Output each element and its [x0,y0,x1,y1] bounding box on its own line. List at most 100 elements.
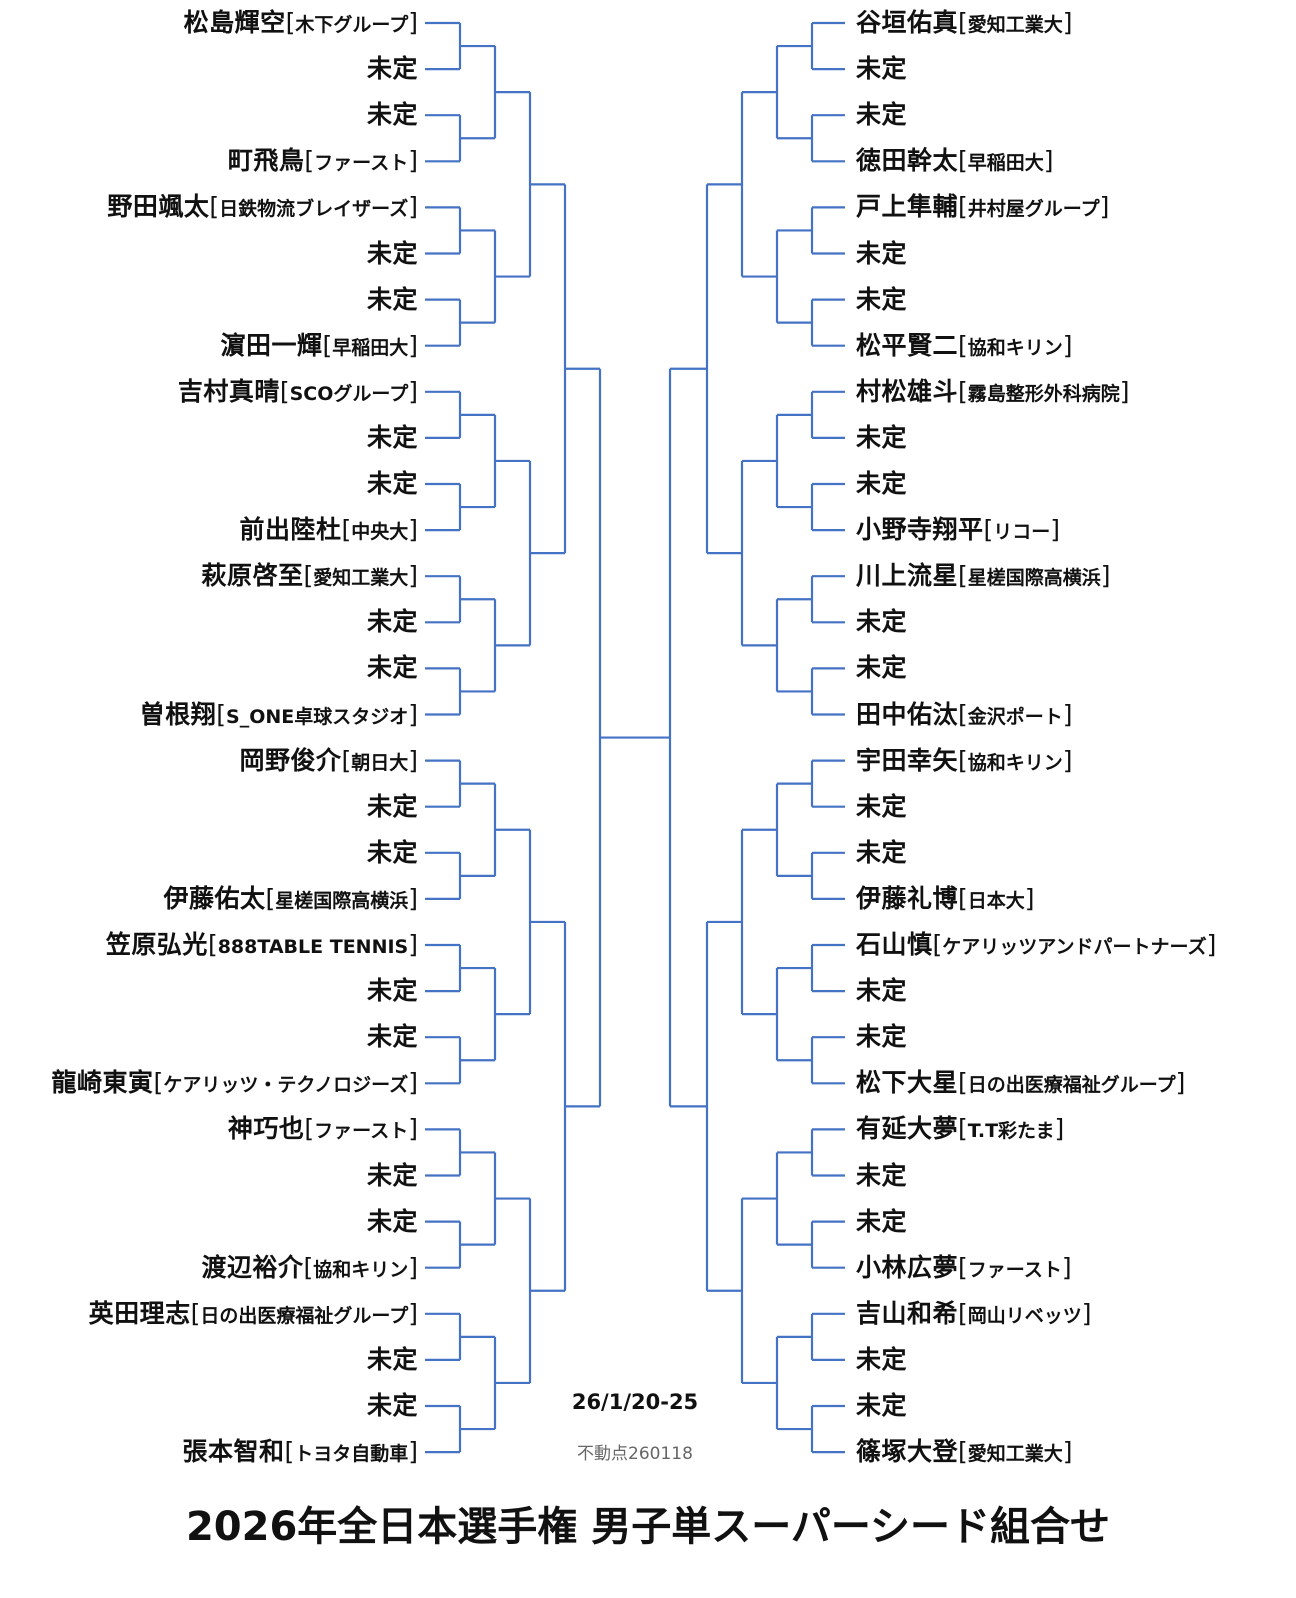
player-entry: 未定 [367,461,418,507]
bracket-close: ] [1043,146,1054,176]
player-name: 戸上隼輔 [856,192,959,222]
player-team: 朝日大 [351,751,409,774]
player-entry: 松島輝空[木下グループ] [184,0,418,46]
bracket-open: [ [958,1068,968,1098]
player-entry: 未定 [856,231,907,277]
player-entry: 未定 [856,645,907,691]
player-name: 未定 [856,54,908,84]
player-name: 前出陸杜 [239,515,342,545]
player-entry: 未定 [367,968,418,1014]
player-name: 龍崎東寅 [51,1068,154,1098]
player-team: 協和キリン [967,336,1063,359]
player-entry: 未定 [856,1337,907,1383]
player-name: 未定 [366,791,418,821]
player-entry: 戸上隼輔[井村屋グループ] [856,184,1109,230]
player-entry: 田中佑汰[金沢ポート] [856,692,1073,738]
player-name: 野田颯太 [107,192,210,222]
player-team: 岡山リベッツ [967,1304,1082,1327]
player-team: 井村屋グループ [967,198,1100,221]
bracket-open: [ [958,1252,968,1282]
player-name: 神巧也 [227,1114,305,1144]
player-team: 協和キリン [967,751,1063,774]
bracket-close: ] [1050,515,1061,545]
player-entry: 未定 [856,461,907,507]
player-name: 吉村真晴 [177,376,280,406]
player-team: 星槎国際高横浜 [967,567,1101,590]
player-entry: 谷垣佑真[愛知工業大] [856,0,1073,46]
player-entry: 篠塚大登[愛知工業大] [856,1429,1073,1475]
player-entry: 未定 [367,830,418,876]
player-entry: 未定 [367,92,418,138]
player-name: 未定 [366,422,418,452]
player-entry: 未定 [856,784,907,830]
player-team: 早稲田大 [967,152,1044,175]
player-name: 渡辺裕介 [201,1252,304,1282]
player-entry: 未定 [856,968,907,1014]
player-name: 石山慎 [856,930,933,959]
player-name: 未定 [366,653,418,683]
player-team: 愛知工業大 [967,14,1063,36]
player-name: 町飛鳥 [227,146,305,176]
bracket-close: ] [408,1437,418,1467]
player-entry: 未定 [367,1153,418,1199]
bracket-open: [ [958,1437,968,1467]
player-team: 日鉄物流ブレイザーズ [219,198,409,221]
player-name: 松平賢二 [856,330,959,360]
player-entry: 未定 [856,277,907,323]
player-team: 金沢ポート [967,705,1063,728]
player-entry: 未定 [367,784,418,830]
bracket-open: [ [304,146,315,176]
player-name: 未定 [366,607,418,637]
player-name: 未定 [856,976,908,1006]
player-name: 伊藤礼博 [856,883,959,913]
player-team: 日の出医療福祉グループ [967,1074,1176,1097]
bracket-open: [ [958,192,968,222]
bracket-close: ] [1175,1068,1186,1098]
player-name: 田中佑汰 [856,699,959,729]
player-name: 未定 [366,100,418,130]
player-entry: 萩原啓至[愛知工業大] [201,553,418,599]
player-entry: 未定 [856,46,907,92]
bracket-open: [ [265,883,276,913]
player-team: リコー [993,521,1051,544]
bracket-open: [ [153,1068,164,1098]
player-entry: 伊藤佑太[星槎国際高横浜] [163,876,418,922]
player-name: 未定 [366,837,418,867]
bracket-open: [ [958,376,968,406]
player-entry: 未定 [367,277,418,323]
player-team: 協和キリン [313,1258,409,1281]
player-entry: 未定 [856,1383,907,1429]
bracket-close: ] [1062,745,1073,775]
player-entry: 未定 [367,1199,418,1245]
player-team: 早稲田大 [332,336,409,359]
player-name: 曽根翔 [139,699,217,729]
player-entry: 岡野俊介[朝日大] [239,738,418,784]
player-name: 小野寺翔平 [856,515,984,545]
player-name: 岡野俊介 [239,745,342,775]
player-entry: 未定 [367,645,418,691]
bracket-close: ] [408,745,418,775]
player-name: 未定 [856,1160,908,1190]
bracket-open: [ [983,515,994,545]
bracket-close: ] [408,8,418,37]
bracket-open: [ [303,561,314,591]
player-team: ケアリッツ・テクノロジーズ [163,1074,409,1097]
player-team: 中央大 [351,521,409,544]
bracket-open: [ [932,930,943,959]
bracket-open: [ [284,1437,295,1467]
bracket-open: [ [958,1114,968,1144]
player-entry: 未定 [856,1014,907,1060]
player-team: 星槎国際高横浜 [275,889,409,912]
bracket-open: [ [322,330,333,360]
bracket-open: [ [216,699,227,729]
player-entry: 未定 [367,599,418,645]
player-entry: 未定 [367,1014,418,1060]
player-team: 888TABLE TENNIS [217,936,409,958]
player-name: 未定 [856,100,908,130]
player-entry: 松下大星[日の出医療福祉グループ] [856,1060,1185,1106]
bracket-close: ] [408,699,418,729]
player-team: トヨタ自動車 [294,1443,409,1466]
bracket-close: ] [408,376,418,406]
player-name: 未定 [366,469,418,498]
